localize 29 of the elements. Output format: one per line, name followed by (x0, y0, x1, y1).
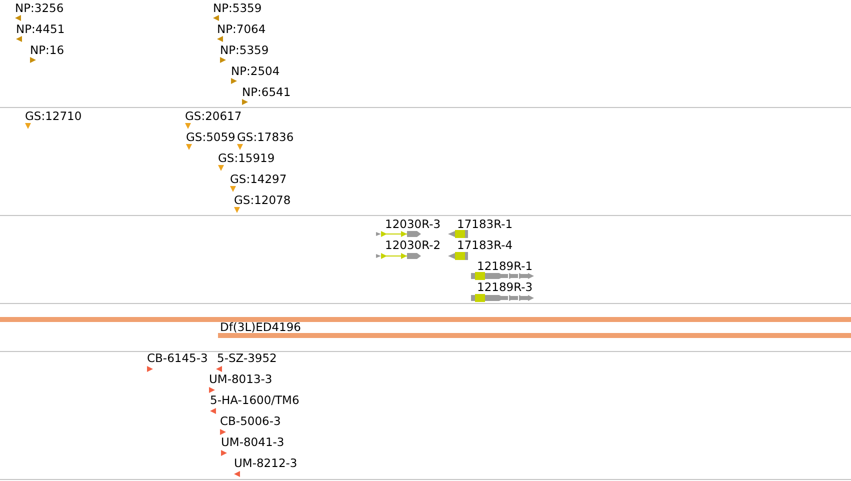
feature-label: CB-5006-3 (220, 415, 281, 428)
feature-label: NP:5359 (220, 44, 269, 57)
feature-label: UM-8041-3 (221, 436, 284, 449)
feature-label: NP:6541 (242, 86, 291, 99)
feature-label: 12189R-3 (477, 281, 533, 294)
feature-label: NP:7064 (217, 23, 266, 36)
feature-label: GS:14297 (230, 173, 287, 186)
feature-label: NP:3256 (15, 2, 64, 15)
feature-label: GS:12710 (25, 110, 82, 123)
feature-label: 12189R-1 (477, 260, 533, 273)
feature-label: Df(3L)ED4196 (220, 321, 301, 334)
feature-label: 17183R-1 (457, 218, 513, 231)
feature-label: GS:5059 (186, 131, 236, 144)
feature-label: GS:12078 (234, 194, 291, 207)
feature-label: 12030R-3 (385, 218, 441, 231)
feature-label: NP:4451 (16, 23, 65, 36)
feature-label: 5-SZ-3952 (217, 352, 277, 365)
feature-label: 17183R-4 (457, 239, 513, 252)
feature-label: UM-8013-3 (209, 373, 272, 386)
feature-label: NP:5359 (213, 2, 262, 15)
feature-label: GS:15919 (218, 152, 275, 165)
feature-label: NP:16 (30, 44, 64, 57)
feature-label: 5-HA-1600/TM6 (210, 394, 300, 407)
feature-label: GS:17836 (237, 131, 294, 144)
feature-label: GS:20617 (185, 110, 242, 123)
feature-label: CB-6145-3 (147, 352, 208, 365)
feature-label: UM-8212-3 (234, 457, 298, 470)
feature-label: 12030R-2 (385, 239, 441, 252)
feature-label: NP:2504 (231, 65, 280, 78)
